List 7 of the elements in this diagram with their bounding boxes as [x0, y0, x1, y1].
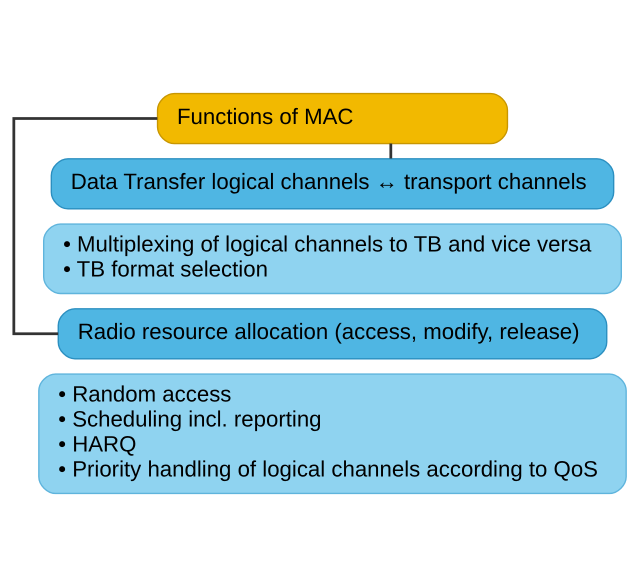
- node-box: Functions of MAC: [156, 92, 508, 144]
- node-box: • Random access • Scheduling incl. reporting • HARQ • Priority handling of logical channels according to QoS: [38, 373, 627, 494]
- connector: [389, 144, 392, 158]
- connector: [12, 117, 158, 336]
- node-box: • Multiplexing of logical channels to TB and vice versa • TB format selection: [43, 223, 622, 294]
- node-box: Radio resource allocation (access, modify, release): [58, 308, 608, 360]
- node-box: Data Transfer logical channels ↔ transport channels: [50, 158, 614, 210]
